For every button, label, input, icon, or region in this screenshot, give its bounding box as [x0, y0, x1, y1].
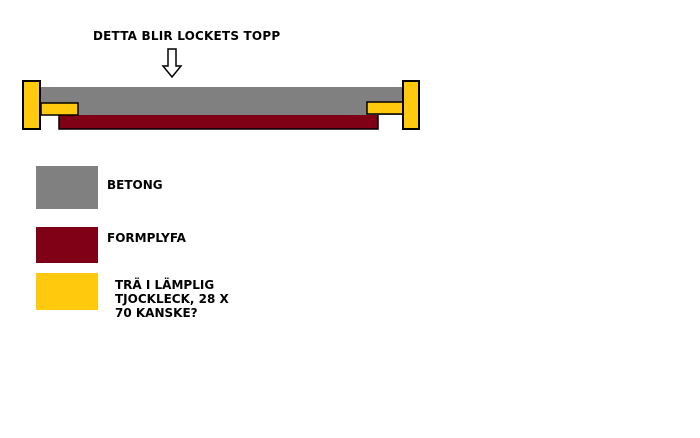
- down-arrow-icon: [161, 48, 183, 79]
- timber-ledge-right: [366, 101, 405, 115]
- lid-top-label: DETTA BLIR LOCKETS TOPP: [93, 29, 281, 43]
- legend-label-plywood: FORMPLYFA: [107, 231, 186, 245]
- legend-label-concrete: BETONG: [107, 178, 163, 192]
- timber-post-right: [402, 80, 420, 130]
- legend-swatch-timber: [36, 273, 98, 310]
- timber-ledge-left: [40, 102, 79, 116]
- concrete-layer: [40, 87, 403, 115]
- plywood-layer: [58, 113, 379, 130]
- timber-post-left: [22, 80, 41, 130]
- legend-swatch-plywood: [36, 227, 98, 263]
- legend-swatch-concrete: [36, 166, 98, 209]
- lid-cross-section: [22, 48, 420, 130]
- legend-label-timber: TRÄ I LÄMPLIG TJOCKLECK, 28 X 70 KANSKE?: [115, 278, 229, 320]
